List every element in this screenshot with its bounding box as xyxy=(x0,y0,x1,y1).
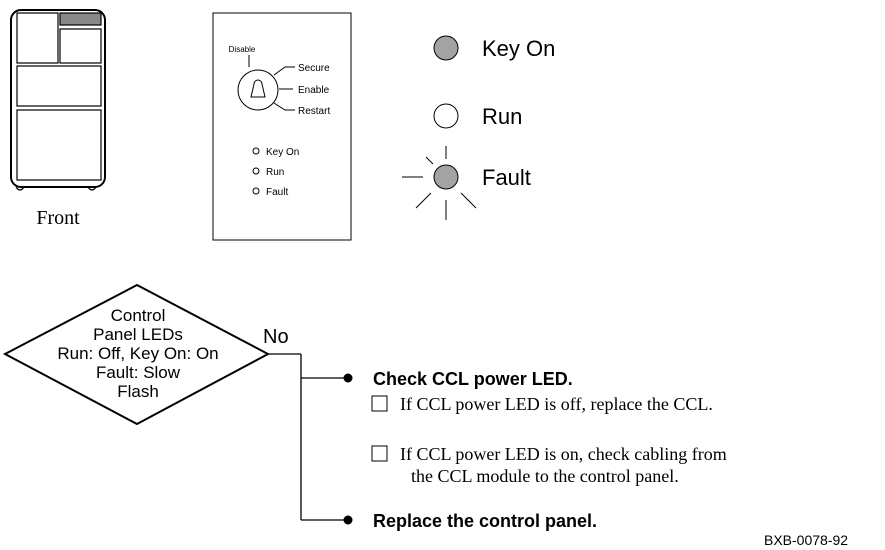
panel-led-label-run: Run xyxy=(266,167,284,178)
checkbox-ccl-led-off[interactable] xyxy=(371,395,388,412)
panel-led-label-key-on: Key On xyxy=(266,147,299,158)
cabinet-panel-bottom xyxy=(16,109,102,181)
keyhole-icon xyxy=(250,79,266,98)
decision-line-4: Fault: Slow xyxy=(96,363,181,382)
decision-line-2: Panel LEDs xyxy=(93,325,183,344)
control-panel-outline xyxy=(212,12,352,241)
legend-label-run: Run xyxy=(482,104,522,129)
cabinet-caption: Front xyxy=(36,207,80,229)
panel-led-key-on xyxy=(252,147,260,155)
flash-rays xyxy=(402,146,477,220)
control-panel-detail: Disable Secure Enable Restart Key On Run… xyxy=(212,12,352,241)
decision-diamond xyxy=(2,283,271,426)
flash-ray-bottom-right xyxy=(460,192,477,209)
step1-item-2-line-2: the CCL module to the control panel. xyxy=(411,466,679,486)
flash-ray-top-left xyxy=(425,156,434,165)
legend-led-off-icon xyxy=(433,103,459,129)
led-legend: Key On Run Fault xyxy=(402,35,555,220)
step2-title: Replace the control panel. xyxy=(373,511,597,531)
legend-led-flashing-icon xyxy=(433,164,459,190)
flash-ray-bottom-left xyxy=(415,192,432,209)
legend-led-on-icon xyxy=(433,35,459,61)
cabinet-foot-left xyxy=(15,186,25,191)
key-restart-leader xyxy=(273,102,295,111)
key-label-enable: Enable xyxy=(298,85,330,96)
key-secure-leader xyxy=(273,66,295,76)
panel-led-run xyxy=(252,167,260,175)
step1-title: Check CCL power LED. xyxy=(373,369,573,389)
cabinet-panel-top-left xyxy=(16,12,59,64)
decision-line-3: Run: Off, Key On: On xyxy=(57,344,218,363)
legend-label-key-on: Key On xyxy=(482,36,555,61)
cabinet-front-view: Front xyxy=(10,9,106,229)
checkbox-ccl-led-on[interactable] xyxy=(371,445,388,462)
decision-line-1: Control xyxy=(111,306,166,325)
step1-item-1-text: If CCL power LED is off, replace the CCL… xyxy=(400,394,713,414)
figure-id: BXB-0078-92 xyxy=(764,532,848,548)
legend-label-fault: Fault xyxy=(482,165,531,190)
panel-led-label-fault: Fault xyxy=(266,187,288,198)
cabinet-panel-middle xyxy=(16,65,102,107)
decision-node: Control Panel LEDs Run: Off, Key On: On … xyxy=(2,283,289,426)
action-step-2: Replace the control panel. xyxy=(373,511,597,531)
cabinet-control-panel xyxy=(59,12,102,26)
key-label-restart: Restart xyxy=(298,106,330,117)
decision-no-label: No xyxy=(263,326,289,348)
panel-led-fault xyxy=(252,187,260,195)
cabinet-panel-top-right xyxy=(59,28,102,64)
bullet-step1-icon xyxy=(343,373,353,383)
connectors xyxy=(268,353,345,521)
key-label-secure: Secure xyxy=(298,63,330,74)
bullet-step2-icon xyxy=(343,515,353,525)
key-label-disable: Disable xyxy=(229,45,256,54)
action-step-1: Check CCL power LED. If CCL power LED is… xyxy=(371,369,727,486)
step1-item-2-line-1: If CCL power LED is on, check cabling fr… xyxy=(400,444,727,464)
decision-line-5: Flash xyxy=(117,382,159,401)
cabinet-foot-right xyxy=(87,186,97,191)
